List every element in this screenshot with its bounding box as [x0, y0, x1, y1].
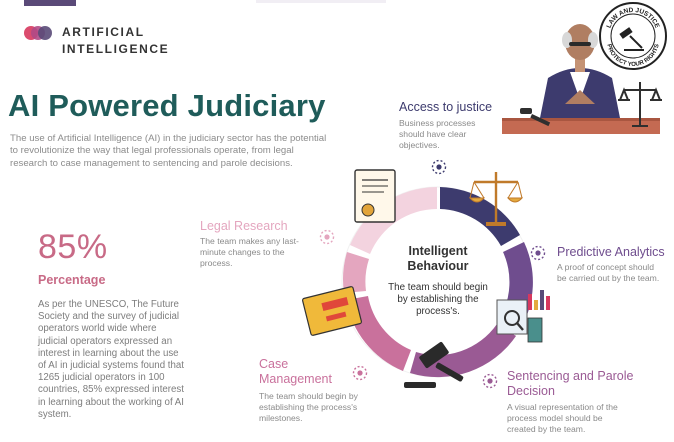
center-circle	[367, 212, 507, 352]
dot-badge-access-icon	[431, 159, 447, 175]
stat-description: As per the UNESCO, The Future Society an…	[38, 299, 184, 420]
ring-segment-access	[440, 187, 520, 246]
dot-badge-research-icon	[319, 229, 335, 245]
certificate-icon	[354, 169, 396, 223]
ring-segment-case	[346, 296, 411, 371]
center-title: Intelligent Behaviour	[388, 244, 488, 274]
sentencing-title-line-2: Decision	[507, 384, 555, 398]
case-management-description: The team should begin by establishing th…	[259, 391, 358, 423]
dot-badge-case-icon	[352, 365, 368, 381]
brand-line-1: ARTIFICIAL	[62, 25, 145, 39]
case-management-title-line-1: Case	[259, 357, 289, 371]
gavel-icon	[520, 108, 551, 127]
top-accent-bar-light	[256, 0, 386, 3]
stat-value: 85%	[38, 228, 108, 266]
page-title: AI Powered Judiciary	[8, 88, 326, 123]
stat-label: Percentage	[38, 273, 106, 287]
ring-segment-research-lower	[343, 252, 369, 293]
sentencing-description: A visual representation of the process m…	[507, 402, 618, 434]
law-justice-seal: LAW AND JUSTICE PROTECT YOUR RIGHTS	[599, 2, 667, 70]
legal-research-title: Legal Research	[200, 219, 288, 233]
brand-dots-icon	[24, 26, 52, 40]
scales-icon	[618, 82, 662, 127]
brand-logo: ARTIFICIAL INTELLIGENCE	[24, 24, 169, 58]
ring-segment-sentencing	[410, 324, 516, 378]
dot-badge-sentencing-icon	[482, 373, 498, 389]
case-management-title: Case Management	[259, 357, 332, 387]
legal-research-description: The team makes any last-minute changes t…	[200, 236, 299, 268]
dot-badge-predictive-icon	[530, 245, 546, 261]
analytics-report-icon	[496, 290, 550, 343]
predictive-analytics-description: A proof of concept should be carried out…	[557, 262, 660, 283]
access-description: Business processes should have clear obj…	[399, 118, 476, 150]
case-gavel-icon	[404, 342, 464, 388]
access-title: Access to justice	[399, 100, 493, 114]
justice-scale-icon	[468, 172, 524, 226]
case-management-title-line-2: Management	[259, 372, 332, 386]
intro-paragraph: The use of Artificial Intelligence (AI) …	[10, 133, 327, 169]
case-folder-icon	[302, 286, 362, 336]
top-accent-bar	[24, 0, 76, 6]
brand-name: ARTIFICIAL INTELLIGENCE	[62, 24, 169, 58]
brand-line-2: INTELLIGENCE	[62, 42, 170, 56]
predictive-analytics-title: Predictive Analytics	[557, 245, 665, 259]
center-title-line-2: Behaviour	[407, 259, 469, 273]
sentencing-title-line-1: Sentencing and Parole	[507, 369, 634, 383]
center-title-line-1: Intelligent	[408, 244, 468, 258]
center-description: The team should begin by establishing th…	[388, 282, 488, 317]
sentencing-title: Sentencing and Parole Decision	[507, 369, 633, 399]
